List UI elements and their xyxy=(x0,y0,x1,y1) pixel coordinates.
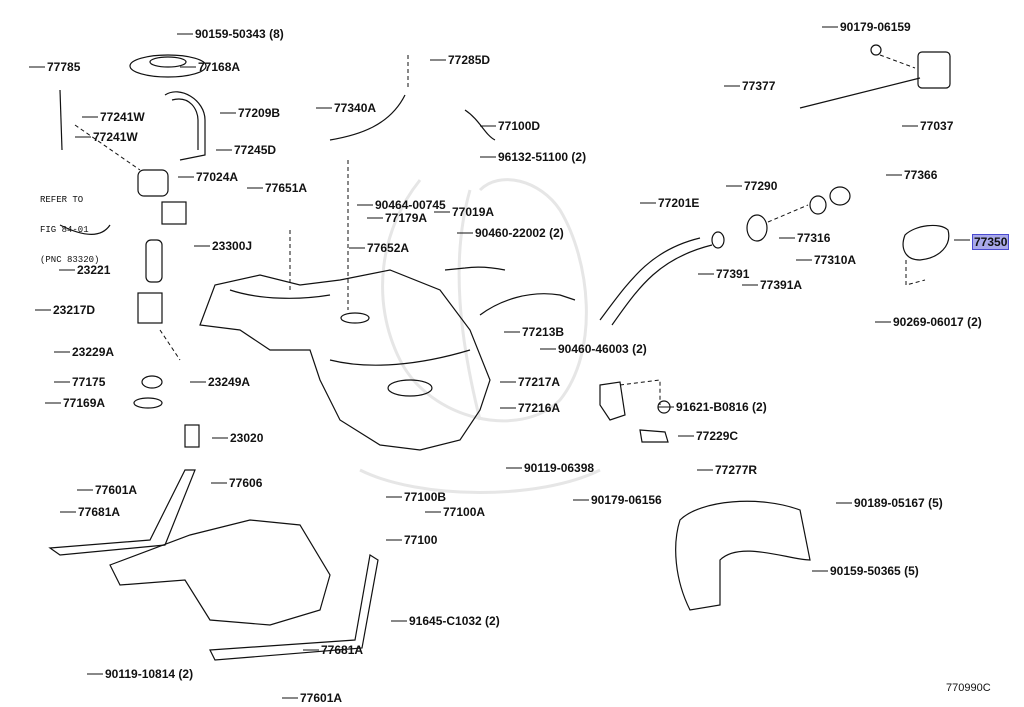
part-label-77391a[interactable]: 77391A xyxy=(760,278,803,292)
note-line: (PNC 83320) xyxy=(40,255,100,265)
part-label-23249a[interactable]: 23249A xyxy=(208,375,251,389)
part-label-77100d[interactable]: 77100D xyxy=(498,119,541,133)
part-label-23217d[interactable]: 23217D xyxy=(53,303,96,317)
diagram-code: 770990C xyxy=(946,682,991,694)
part-label-77681a[interactable]: 77681A xyxy=(78,505,121,519)
part-label-77316[interactable]: 77316 xyxy=(797,231,831,245)
part-label-77277r[interactable]: 77277R xyxy=(715,463,758,477)
part-label-77601a[interactable]: 77601A xyxy=(300,691,343,705)
part-label-77100b[interactable]: 77100B xyxy=(404,490,447,504)
part-label-77310a[interactable]: 77310A xyxy=(814,253,857,267)
part-label-90460-22002[interactable]: 90460-22002 (2) xyxy=(475,226,564,240)
part-label-77201e[interactable]: 77201E xyxy=(658,196,700,210)
part-label-77606[interactable]: 77606 xyxy=(229,476,263,490)
part-label-77217a[interactable]: 77217A xyxy=(518,375,561,389)
part-label-77785[interactable]: 77785 xyxy=(47,60,81,74)
watermark-emblem xyxy=(359,178,601,494)
bracket-drawing xyxy=(599,379,671,443)
tank-straps-drawing xyxy=(48,469,811,661)
part-label-77652a[interactable]: 77652A xyxy=(367,241,410,255)
part-label-90464-00745[interactable]: 90464-00745 xyxy=(375,198,446,212)
part-label-77377[interactable]: 77377 xyxy=(742,79,776,93)
part-label-77366[interactable]: 77366 xyxy=(904,168,938,182)
part-label-91621-b0816[interactable]: 91621-B0816 (2) xyxy=(676,400,767,414)
part-label-77216a[interactable]: 77216A xyxy=(518,401,561,415)
part-label-77037[interactable]: 77037 xyxy=(920,119,954,133)
fuel-pump-drawing xyxy=(59,54,207,448)
part-label-77241w[interactable]: 77241W xyxy=(100,110,145,124)
part-label-77340a[interactable]: 77340A xyxy=(334,101,377,115)
part-label-77681a[interactable]: 77681A xyxy=(321,643,364,657)
part-label-77350[interactable]: 77350 xyxy=(972,234,1010,250)
part-label-77168a[interactable]: 77168A xyxy=(198,60,241,74)
filler-pipe-drawing xyxy=(289,55,851,326)
part-label-77100[interactable]: 77100 xyxy=(404,533,438,547)
part-label-23229a[interactable]: 23229A xyxy=(72,345,115,359)
part-label-90159-50365[interactable]: 90159-50365 (5) xyxy=(830,564,919,578)
fuel-tank-drawing xyxy=(199,269,491,451)
part-label-77285d[interactable]: 77285D xyxy=(448,53,491,67)
part-label-77024a[interactable]: 77024A xyxy=(196,170,239,184)
part-label-77213b[interactable]: 77213B xyxy=(522,325,565,339)
part-label-77391[interactable]: 77391 xyxy=(716,267,750,281)
part-label-77290[interactable]: 77290 xyxy=(744,179,778,193)
part-label-77169a[interactable]: 77169A xyxy=(63,396,106,410)
fuel-lid-drawing xyxy=(799,44,951,286)
part-label-77209b[interactable]: 77209B xyxy=(238,106,281,120)
part-label-77601a[interactable]: 77601A xyxy=(95,483,138,497)
part-label-90460-46003[interactable]: 90460-46003 (2) xyxy=(558,342,647,356)
part-label-77245d[interactable]: 77245D xyxy=(234,143,277,157)
part-label-90179-06156[interactable]: 90179-06156 xyxy=(591,493,662,507)
leader-lines xyxy=(29,26,970,699)
part-label-77100a[interactable]: 77100A xyxy=(443,505,486,519)
part-label-90119-10814[interactable]: 90119-10814 (2) xyxy=(105,667,194,681)
part-label-23300j[interactable]: 23300J xyxy=(212,239,253,253)
reference-note: REFER TO FIG 84-01 (PNC 83320) xyxy=(40,175,99,285)
part-label-90179-06159[interactable]: 90179-06159 xyxy=(840,20,911,34)
part-label-90119-06398[interactable]: 90119-06398 xyxy=(524,461,595,475)
part-label-77229c[interactable]: 77229C xyxy=(696,429,739,443)
part-label-90159-50343[interactable]: 90159-50343 (8) xyxy=(195,27,284,41)
part-label-77019a[interactable]: 77019A xyxy=(452,205,495,219)
note-line: FIG 84-01 xyxy=(40,225,89,235)
part-label-90189-05167[interactable]: 90189-05167 (5) xyxy=(854,496,943,510)
part-label-96132-51100[interactable]: 96132-51100 (2) xyxy=(498,150,587,164)
part-label-77179a[interactable]: 77179A xyxy=(385,211,428,225)
part-label-91645-c1032[interactable]: 91645-C1032 (2) xyxy=(409,614,500,628)
part-label-90269-06017[interactable]: 90269-06017 (2) xyxy=(893,315,982,329)
part-label-77651a[interactable]: 77651A xyxy=(265,181,308,195)
part-label-77175[interactable]: 77175 xyxy=(72,375,106,389)
part-label-23020[interactable]: 23020 xyxy=(230,431,264,445)
part-label-77241w[interactable]: 77241W xyxy=(93,130,138,144)
part-label-23221[interactable]: 23221 xyxy=(77,263,111,277)
note-line: REFER TO xyxy=(40,195,84,205)
